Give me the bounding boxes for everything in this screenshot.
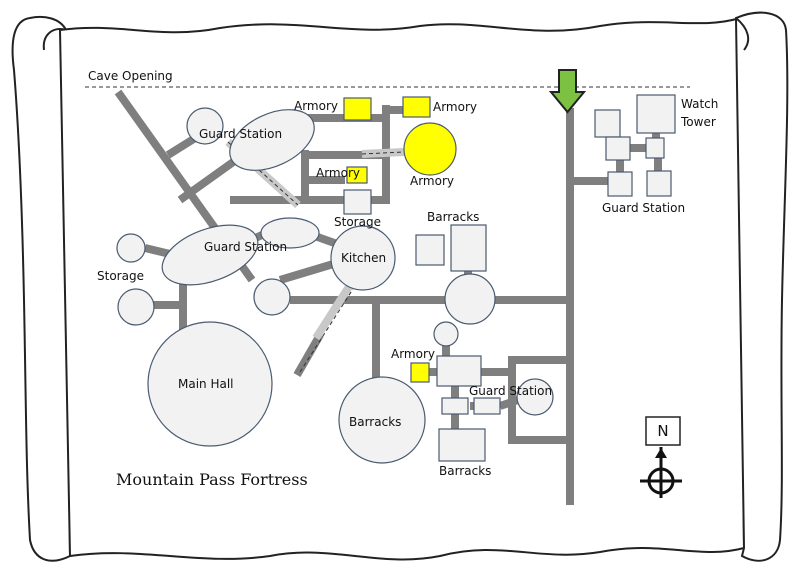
armory-2-room[interactable] (402, 96, 431, 118)
guard-station-1-room[interactable] (220, 97, 324, 182)
armory-1-room[interactable] (343, 97, 372, 121)
small-chamber-room (116, 233, 146, 263)
barracks-3-label: Barracks (439, 464, 491, 478)
watch-tower-room[interactable] (636, 94, 676, 134)
small-chamber-room (441, 397, 469, 415)
barracks-2-side-room (415, 234, 445, 266)
guard-station-3-label: Guard Station (469, 384, 552, 398)
storage-2-room[interactable] (117, 288, 155, 326)
compass-north-box (645, 416, 681, 446)
armory-3-room[interactable] (403, 122, 457, 176)
compass-arrowhead (655, 448, 667, 458)
storage-1-room[interactable] (343, 189, 372, 215)
barracks-1-room[interactable] (338, 376, 426, 464)
guard-post-room (436, 355, 482, 387)
small-chamber-room (473, 397, 501, 415)
watch-tower-label-line2: Tower (680, 115, 716, 129)
small-chamber-room (605, 136, 631, 161)
main-hall-room[interactable] (147, 321, 273, 447)
entrance-arrow-icon (548, 69, 587, 114)
small-chamber-room (253, 278, 291, 316)
guard-station-2-label: Guard Station (204, 240, 287, 254)
compass-icon: N (640, 416, 682, 498)
cave-opening-label: Cave Opening (88, 69, 173, 83)
kitchen-room[interactable] (330, 225, 396, 291)
armory-5-label: Armory (391, 347, 435, 361)
guard-station-1-label: Guard Station (199, 127, 282, 141)
barracks-2-room[interactable] (450, 224, 487, 272)
side-chamber-room (260, 217, 320, 249)
map-labels: Cave Opening Armory Armory Armory Armory… (88, 69, 718, 489)
small-chamber-room (594, 109, 621, 138)
guard-station-4-room[interactable] (607, 171, 633, 197)
rooms (116, 94, 676, 464)
small-chamber-room (645, 137, 665, 159)
small-chamber-room (433, 321, 459, 347)
small-chamber-room (186, 107, 224, 145)
storage-2-label: Storage (97, 269, 144, 283)
watch-tower-label-line1: Watch (681, 97, 718, 111)
guard-station-4-room-b[interactable] (646, 170, 672, 197)
barracks-1-label: Barracks (349, 415, 401, 429)
map-title: Mountain Pass Fortress (116, 470, 308, 489)
barracks-2-hall-room (444, 273, 496, 325)
armory-5-room[interactable] (410, 362, 430, 383)
guard-station-4-label: Guard Station (602, 201, 685, 215)
storage-1-label: Storage (334, 215, 381, 229)
kitchen-label: Kitchen (341, 251, 386, 265)
barracks-2-label: Barracks (427, 210, 479, 224)
guard-station-2-room[interactable] (154, 213, 266, 296)
armory-3-label: Armory (410, 174, 454, 188)
barracks-3-room[interactable] (438, 428, 486, 462)
armory-2-label: Armory (433, 100, 477, 114)
guard-station-3-room[interactable] (516, 378, 554, 416)
armory-4-room[interactable] (346, 166, 368, 184)
main-hall-label: Main Hall (178, 377, 234, 391)
compass-north-letter: N (657, 422, 668, 440)
armory-1-label: Armory (294, 99, 338, 113)
armory-4-label: Armory (316, 166, 360, 180)
